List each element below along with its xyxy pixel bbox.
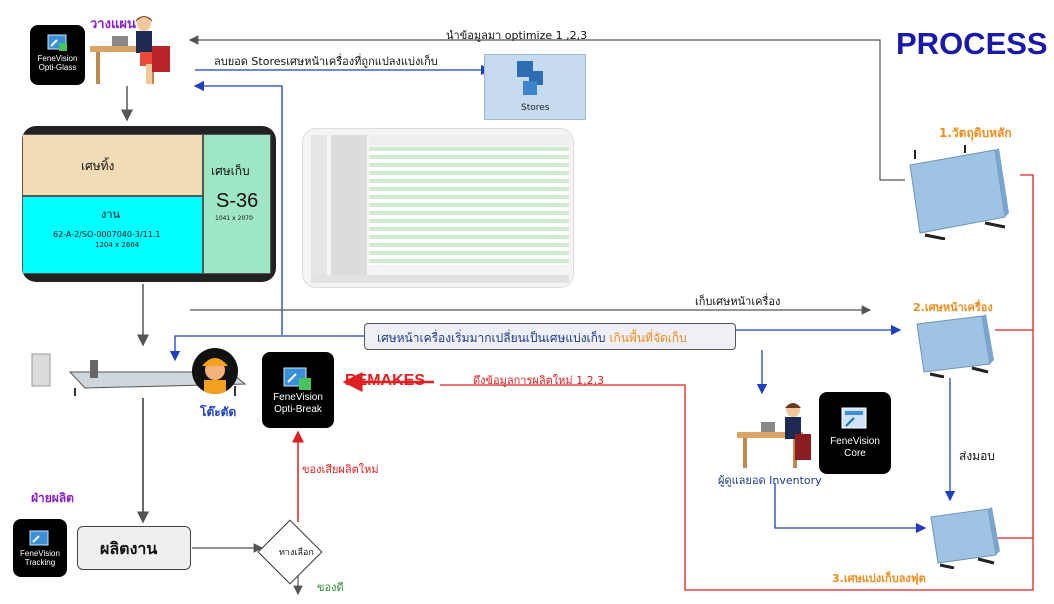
stores-icon [517,61,543,95]
waste-area: เศษทิ้ง [22,134,203,196]
app-name: FeneVision [37,54,78,63]
software-screenshot [302,128,574,288]
cut-layout-box: เศษทิ้ง งาน 62-A-2/SO-0007040-3/11.1 120… [22,126,276,282]
inventory-person-icon [737,403,811,468]
monitor-icon [841,407,867,429]
waste-label: เศษทิ้ง [81,159,115,173]
production-dept-label: ฝ่ายผลิต [31,491,74,505]
stored-offcut-rack-icon [930,507,1000,569]
job-size: 1204 x 2604 [95,241,140,249]
stores-arrow-label: ลบยอด Storesเศษหน้าเครื่องที่ถูกแปลงแบ่ง… [214,55,438,68]
deliver-label: ส่งมอบ [959,449,995,463]
core-app-icon[interactable]: FeneVision Core [819,392,891,474]
app-name: FeneVision [20,549,60,558]
produce-label: ผลิตงาน [100,539,158,558]
opti-break-app-icon[interactable]: FeneVision Opti-Break [262,352,334,428]
inventory-owner-label: ผู้ดูแลยอด Inventory [718,474,822,487]
banner-text: เศษหน้าเครื่องเริ่มมากเปลี่ยนเป็นเศษแบ่ง… [377,331,610,345]
pull-data-label: ดึงข้อมูลการผลิตใหม่ 1,2,3 [473,374,605,387]
window-icon [47,34,67,51]
good-label: ของดี [317,581,344,594]
offcut-conversion-banner: เศษหน้าเครื่องเริ่มมากเปลี่ยนเป็นเศษแบ่ง… [364,323,736,350]
keep-code: S-36 [216,190,259,212]
keep-area: เศษเก็บ S-36 1041 x 2070 [203,134,271,274]
defect-label: ของเสียผลิตใหม่ [302,463,379,476]
optimize-label: นำข้อมูลมา optimize 1 ,2,3 [446,29,588,42]
app-sub: Tracking [24,558,56,568]
app-sub: Opti-Break [274,403,322,415]
keep-offcut-label: เก็บเศษหน้าเครื่อง [695,295,781,308]
keep-label: เศษเก็บ [211,164,250,178]
planner-person-icon [90,16,170,84]
job-ref: 62-A-2/SO-0007040-3/11.1 [53,230,161,239]
window-icon [29,530,49,546]
app-sub: Core [844,447,866,459]
job-label: งาน [101,208,121,221]
window-icon [283,367,311,390]
stored-offcut-label: 3.เศษแบ่งเก็บลงฟุต [832,572,926,585]
stores-panel[interactable]: Stores [484,54,586,120]
keep-size: 1041 x 2070 [215,215,253,222]
app-name: FeneVision [830,436,880,447]
planning-label: วางแผน [90,17,136,32]
machine-offcut-label: 2.เศษหน้าเครื่อง [913,301,993,314]
raw-material-rack-icon [909,145,1009,240]
worker-helmet-icon [192,348,238,394]
cutting-table-label: โต๊ะตัด [200,405,237,419]
banner-highlight: เกินพื้นที่จัดเก็บ [609,331,687,345]
produce-box: ผลิตงาน [77,526,191,570]
process-title: PROCESS [896,26,1048,61]
opti-glass-app-icon[interactable]: FeneVision Opti-Glass [30,25,85,85]
app-sub: Opti-Glass [38,63,77,73]
app-name: FeneVision [273,392,323,403]
tracking-app-icon[interactable]: FeneVision Tracking [13,519,67,577]
remakes-label: REMAKES [345,372,426,389]
choice-label: ทางเลือก [279,548,314,558]
raw-material-label: 1.วัตถุดิบหลัก [939,126,1012,140]
job-area: งาน 62-A-2/SO-0007040-3/11.1 1204 x 2604 [22,196,203,274]
stores-label: Stores [521,103,550,113]
machine-offcut-rack-icon [916,314,994,378]
